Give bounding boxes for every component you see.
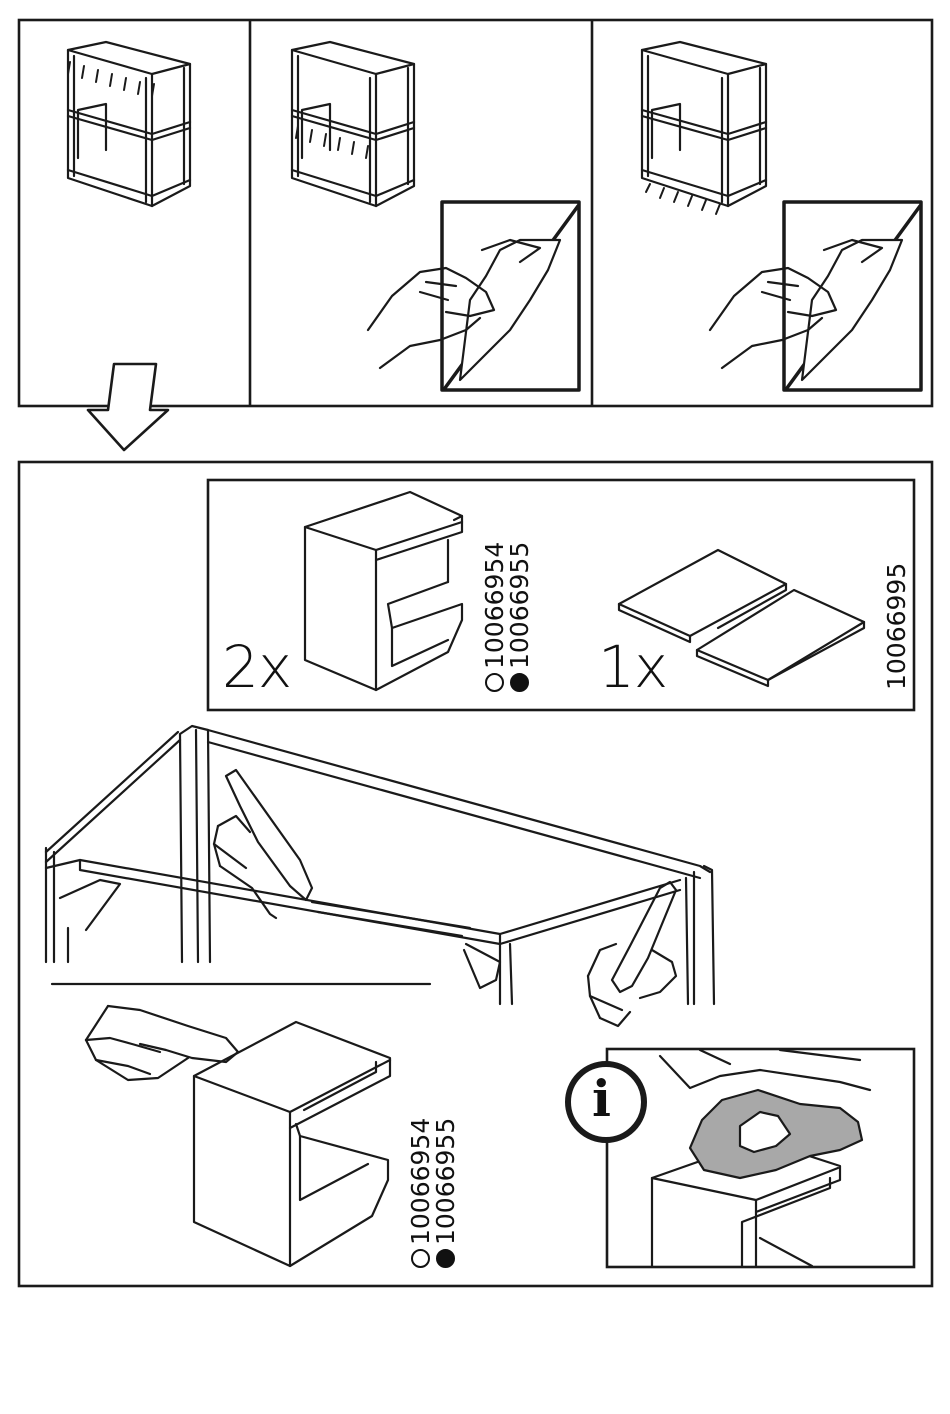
pad-sheet-quantity-label: 1x — [598, 638, 667, 696]
filled-circle-swatch — [436, 1249, 455, 1268]
filled-circle-swatch — [510, 673, 529, 692]
peel-card-icon-3 — [710, 202, 921, 390]
part-number: 10066995 — [882, 563, 911, 690]
part-option-row: 10066955 — [507, 542, 532, 692]
pad-sheet-part-number: 10066995 — [884, 563, 909, 690]
part-number: 10066955 — [507, 542, 532, 669]
part-number: 10066954 — [408, 1118, 433, 1245]
bracket-part-numbers: 10066954 10066955 — [482, 542, 532, 692]
bracket-part-icon — [305, 492, 462, 690]
open-circle-swatch — [411, 1249, 430, 1268]
part-option-row: 10066954 — [408, 1118, 433, 1268]
info-icon-glyph: i — [592, 1074, 611, 1124]
pressing-bracket-illustration — [86, 1006, 390, 1266]
cleaning-illustration — [652, 1050, 870, 1266]
detail-part-numbers: 10066954 10066955 — [408, 1118, 458, 1268]
part-option-row: 10066954 — [482, 542, 507, 692]
open-circle-swatch — [485, 673, 504, 692]
part-option-row: 10066955 — [433, 1118, 458, 1268]
parts-box — [208, 480, 914, 710]
shelf-unit-icon-1 — [68, 42, 190, 206]
shelf-unit-icon-2 — [292, 42, 414, 206]
bracket-quantity-label: 2x — [222, 638, 291, 696]
frame-assembly-illustration — [46, 726, 714, 1026]
shelf-unit-icon-3 — [642, 42, 766, 214]
peel-card-icon-2 — [368, 202, 579, 390]
part-number: 10066954 — [482, 542, 507, 669]
part-number: 10066955 — [433, 1118, 458, 1245]
